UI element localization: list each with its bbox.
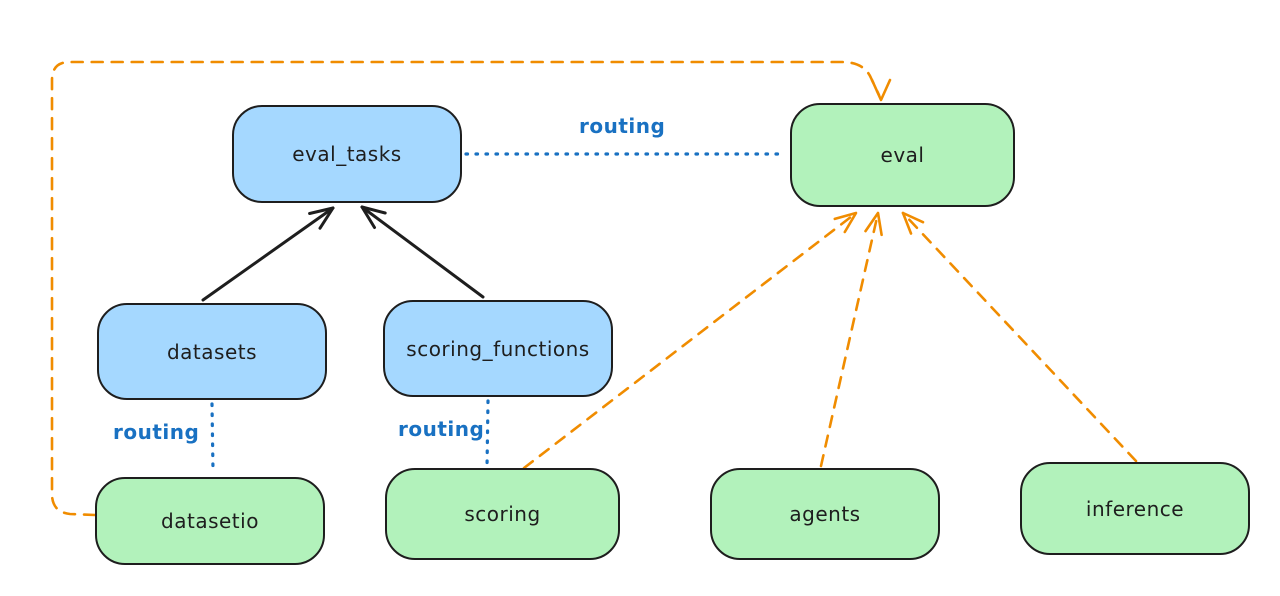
node-eval-tasks: eval_tasks (232, 105, 462, 203)
edge-label-routing-datasets-datasetio: routing (113, 420, 200, 444)
edge-datasets-to-datasetio-routing (210, 402, 215, 473)
node-datasetio: datasetio (95, 477, 325, 565)
node-scoring: scoring (385, 468, 620, 560)
node-inference: inference (1020, 462, 1250, 555)
node-datasets: datasets (97, 303, 327, 400)
edge-scoring-to-eval (522, 211, 858, 470)
node-agents: agents (710, 468, 940, 560)
edge-scoring-to-eval-arrowhead (833, 211, 858, 234)
edge-agents-to-eval-arrowhead (864, 211, 883, 237)
edge-inference-to-eval-arrowhead (901, 211, 925, 235)
edge-scoring-functions-to-eval-tasks (360, 205, 485, 299)
edge-datasets-to-eval-tasks-arrowhead (308, 206, 335, 230)
edge-scoring-functions-to-eval-tasks-arrowhead (360, 205, 387, 229)
edge-label-routing-eval-tasks-eval: routing (579, 114, 666, 138)
edge-datasets-to-eval-tasks (201, 206, 335, 302)
edge-agents-to-eval (819, 211, 880, 468)
edge-datasetio-to-eval-loop (50, 60, 881, 517)
edge-label-routing-scoring-functions-scoring: routing (398, 417, 485, 441)
node-eval: eval (790, 103, 1015, 207)
edge-datasetio-to-eval-arrowhead (870, 78, 892, 102)
edge-inference-to-eval (901, 211, 1138, 463)
edge-scoring-functions-to-scoring-routing (485, 399, 490, 470)
node-scoring-functions: scoring_functions (383, 300, 613, 397)
